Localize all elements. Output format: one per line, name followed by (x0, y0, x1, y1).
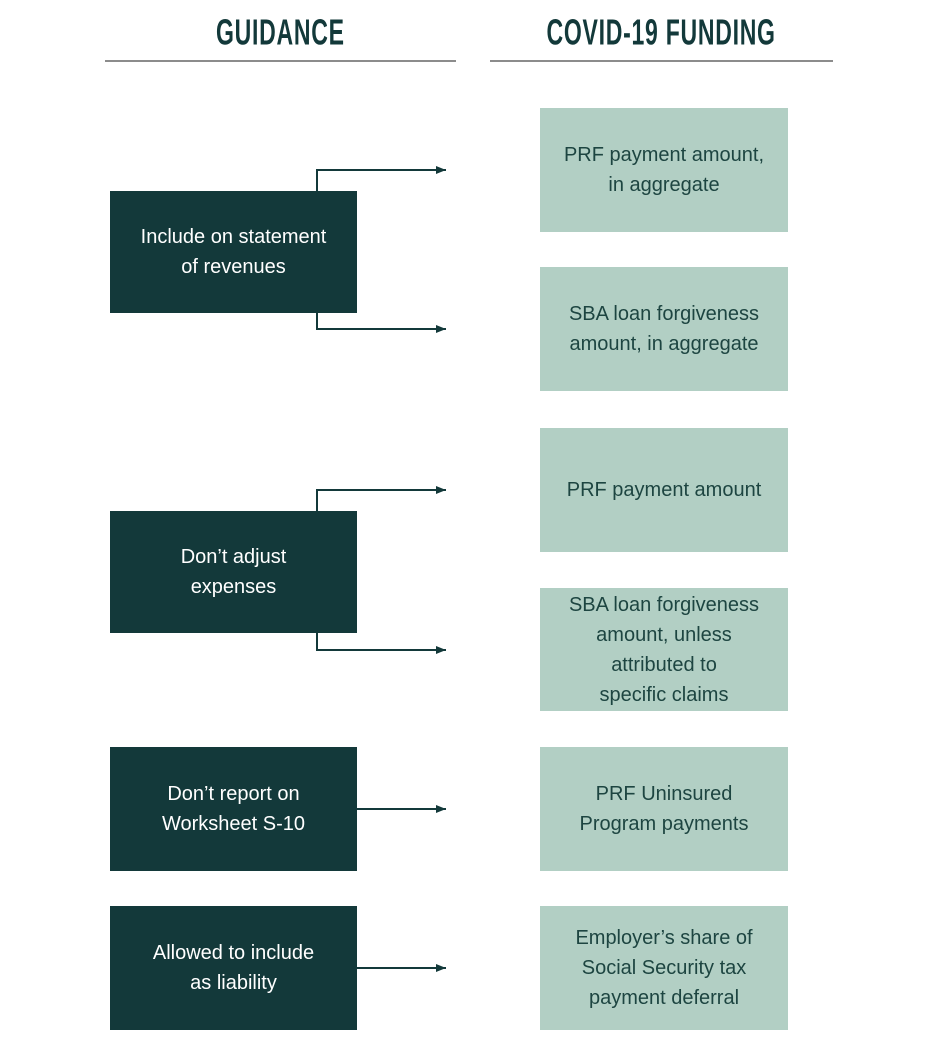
funding-box-prf-uninsured: PRF Uninsured Program payments (540, 747, 788, 871)
funding-header-label: COVID-19 FUNDING (546, 11, 777, 53)
guidance-header-underline (105, 60, 456, 62)
connector-g2-f4 (316, 632, 446, 654)
guidance-box-dont-adjust-expenses: Don’t adjust expenses (110, 511, 357, 633)
connector-g2-f3 (316, 486, 446, 512)
guidance-column-header: GUIDANCE (105, 11, 456, 53)
guidance-header-label: GUIDANCE (216, 11, 345, 53)
connector-g1-f2 (316, 312, 446, 333)
funding-box-prf-payment: PRF payment amount (540, 428, 788, 552)
guidance-box-allowed-as-liability: Allowed to include as liability (110, 906, 357, 1030)
funding-box-sba-aggregate: SBA loan forgiveness amount, in aggregat… (540, 267, 788, 391)
guidance-box-include-on-statement: Include on statement of revenues (110, 191, 357, 313)
funding-column-header: COVID-19 FUNDING (490, 11, 833, 53)
connector-g1-f1 (316, 166, 446, 192)
funding-box-employer-ss-deferral: Employer’s share of Social Security tax … (540, 906, 788, 1030)
funding-header-underline (490, 60, 833, 62)
guidance-box-dont-report-worksheet-s10: Don’t report on Worksheet S-10 (110, 747, 357, 871)
funding-box-prf-aggregate: PRF payment amount, in aggregate (540, 108, 788, 232)
funding-box-sba-unless-claims: SBA loan forgiveness amount, unless attr… (540, 588, 788, 711)
